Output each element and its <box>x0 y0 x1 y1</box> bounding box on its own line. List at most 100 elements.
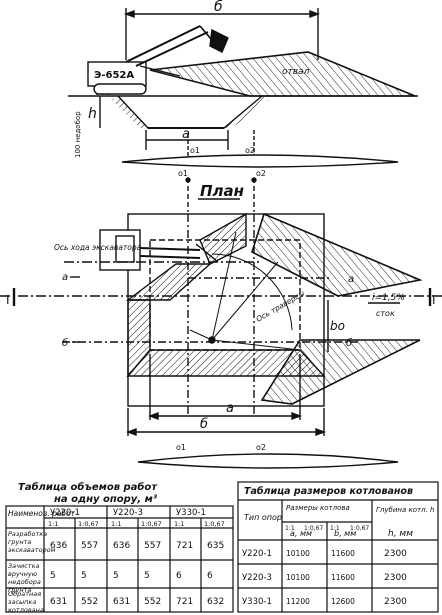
volume-cell: 557 <box>144 541 161 551</box>
size-header-type: Тип опор <box>244 513 282 522</box>
plan-title: План <box>200 182 244 200</box>
support-axis-label: Ось траверсы <box>255 289 307 324</box>
size-table: Таблица размеров котлованов Тип опор Раз… <box>237 481 439 613</box>
volume-cell: 636 <box>50 541 67 551</box>
volume-cell: 632 <box>207 597 224 607</box>
size-slope-header: 1:1 <box>330 525 340 532</box>
size-cell-a: 10100 <box>286 549 310 558</box>
volume-type-header: У220-3 <box>113 508 143 518</box>
mark-a-right: а <box>348 274 354 285</box>
plan-axis-bottom-2: о2 <box>256 443 266 452</box>
volume-row-name-part: экскаватором <box>8 546 56 554</box>
volume-row-name-part: грунта <box>8 586 31 594</box>
volume-row-name-part: Разработка <box>8 530 47 538</box>
size-slope-header: 1:1 <box>285 525 295 532</box>
volume-cell: 557 <box>81 541 98 551</box>
size-cell-a: 11200 <box>286 597 310 606</box>
plan-axis-label-1: о1 <box>178 169 188 178</box>
size-table-title: Таблица размеров котлованов <box>244 486 413 497</box>
volume-slope-header: 1:0,67 <box>78 520 99 528</box>
size-cell-h: 2300 <box>384 597 407 607</box>
volume-cell: 5 <box>50 571 56 581</box>
section-axis-1: о1 <box>190 146 200 155</box>
size-row-type: У220-3 <box>242 573 272 583</box>
volume-cell: 552 <box>81 597 98 607</box>
size-header-sizes: Размеры котлова <box>286 504 350 512</box>
volume-row-name-part: Зачистка <box>8 562 40 570</box>
size-cell-h: 2300 <box>384 573 407 583</box>
size-unit-a: а, мм <box>290 529 312 538</box>
section-axis-2: о2 <box>245 146 255 155</box>
volume-cell: 721 <box>176 597 193 607</box>
cross-section: б отвал h 100 недобор а о1 о2 <box>68 0 418 168</box>
volume-cell: 631 <box>50 597 67 607</box>
volume-cell: 5 <box>144 571 150 581</box>
mark-b-right: б <box>346 337 352 349</box>
cut-right: I <box>432 293 436 307</box>
volume-cell: 552 <box>144 597 161 607</box>
volume-row-name-part: недобора <box>8 578 41 586</box>
plan-ground-strip <box>137 453 399 469</box>
excavator: Э-652А <box>87 25 229 95</box>
volume-row-name-part: засыпка <box>8 598 36 606</box>
volume-cell: 631 <box>113 597 130 607</box>
dim-h-label: h <box>88 106 97 122</box>
volume-table: Таблица объемов работ на одну опору, м³ … <box>5 481 234 614</box>
volume-slope-header: 1:0,67 <box>204 520 225 528</box>
plan-axis-label-2: о2 <box>256 169 266 178</box>
slope-label: i=1,5% <box>372 293 405 303</box>
size-header-depth: Глубина котл. h <box>376 506 434 514</box>
size-cell-b: 12600 <box>331 597 355 606</box>
section-dim-a: а <box>182 127 190 142</box>
size-cell-b: 11600 <box>331 573 355 582</box>
plan-dim-b: б <box>200 417 208 432</box>
spoil-dump <box>149 51 416 97</box>
plan-view: План о1 о2 Ось хода экскаватора I <box>0 169 442 469</box>
size-unit-b: b, мм <box>334 529 356 538</box>
cut-left: I <box>6 293 10 307</box>
plan-dim-a: а <box>226 401 234 416</box>
volume-cell: 721 <box>176 541 193 551</box>
volume-cell: 5 <box>81 571 87 581</box>
dim-bo-label: bо <box>330 319 345 333</box>
excavator-model: Э-652А <box>94 70 134 81</box>
volume-cell: 636 <box>113 541 130 551</box>
dim-b-label: б <box>214 0 223 15</box>
mark-a: а <box>62 272 68 283</box>
volume-row-name-part: вручную <box>8 570 38 578</box>
volume-cell: 5 <box>113 571 119 581</box>
volume-slope-header: 1:0,67 <box>141 520 162 528</box>
volume-row-name-part: котлована <box>8 606 44 614</box>
plan-axis-bottom-1: о1 <box>176 443 186 452</box>
undercut-label: 100 недобор <box>74 111 82 158</box>
volume-table-title-1: Таблица объемов работ <box>18 481 158 493</box>
drain-label: сток <box>376 309 395 318</box>
volume-row-name-part: грунта <box>8 538 31 546</box>
volume-header-name: Наименов. работ <box>8 509 76 518</box>
size-cell-b: 11600 <box>331 549 355 558</box>
spoil-lower <box>260 339 421 405</box>
size-row-type: У220-1 <box>242 549 272 559</box>
dump-label: отвал <box>282 67 310 77</box>
volume-slope-header: 1:1 <box>174 520 184 528</box>
mark-b: б <box>62 337 68 349</box>
volume-row-name-part: Обратная <box>8 590 41 598</box>
volume-cell: 635 <box>207 541 224 551</box>
size-slope-header: 1:0,67 <box>304 525 323 532</box>
size-row-type: У330-1 <box>242 597 272 607</box>
volume-cell: 6 <box>176 571 182 581</box>
volume-type-header: У330-1 <box>176 508 206 518</box>
volume-slope-header: 1:1 <box>48 520 58 528</box>
excavator-axis-label: Ось хода экскаватора <box>54 243 142 252</box>
volume-table-title-2: на одну опору, м³ <box>54 494 158 505</box>
volume-cell: 6 <box>207 571 213 581</box>
size-cell-a: 10100 <box>286 573 310 582</box>
size-cell-h: 2300 <box>384 549 407 559</box>
ground-strip <box>121 154 399 168</box>
